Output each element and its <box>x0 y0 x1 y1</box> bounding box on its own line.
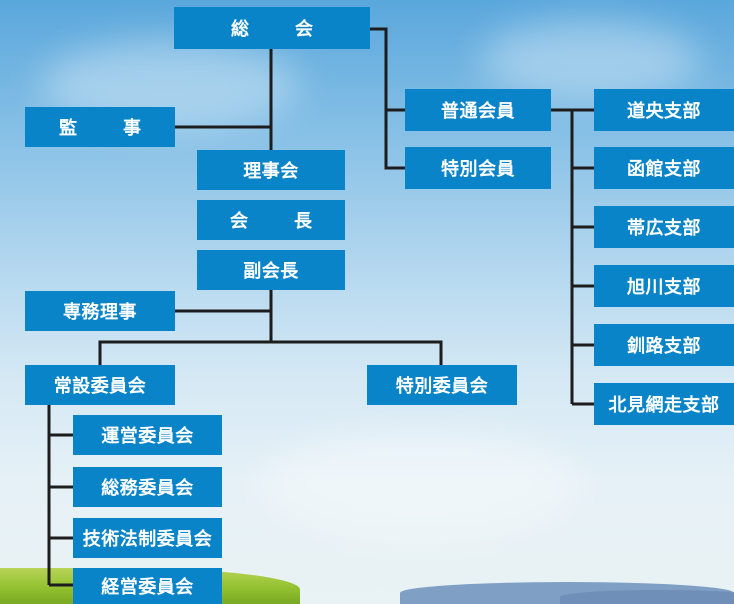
branch-doo-box: 道央支部 <box>594 89 734 131</box>
general-assembly-box: 総 会 <box>174 7 370 49</box>
subcommittee-operations-box: 運営委員会 <box>73 415 222 455</box>
president-box: 会 長 <box>197 200 345 240</box>
branch-hakodate-box: 函館支部 <box>594 147 734 189</box>
branch-kitami-abashiri-box: 北見網走支部 <box>594 383 734 425</box>
executive-director-box: 専務理事 <box>25 291 175 331</box>
subcommittee-technical-legal-box: 技術法制委員会 <box>73 518 222 558</box>
board-box: 理事会 <box>197 150 345 190</box>
standing-committee-box: 常設委員会 <box>25 365 175 405</box>
vice-president-box: 副会長 <box>197 250 345 290</box>
regular-members-box: 普通会員 <box>405 89 551 131</box>
auditor-box: 監 事 <box>25 107 175 147</box>
branch-asahikawa-box: 旭川支部 <box>594 265 734 307</box>
special-committee-box: 特別委員会 <box>367 365 517 405</box>
branch-obihiro-box: 帯広支部 <box>594 206 734 248</box>
branch-kushiro-box: 釧路支部 <box>594 324 734 366</box>
special-members-box: 特別会員 <box>405 147 551 189</box>
subcommittee-management-box: 経営委員会 <box>73 568 222 604</box>
subcommittee-general-affairs-box: 総務委員会 <box>73 467 222 507</box>
